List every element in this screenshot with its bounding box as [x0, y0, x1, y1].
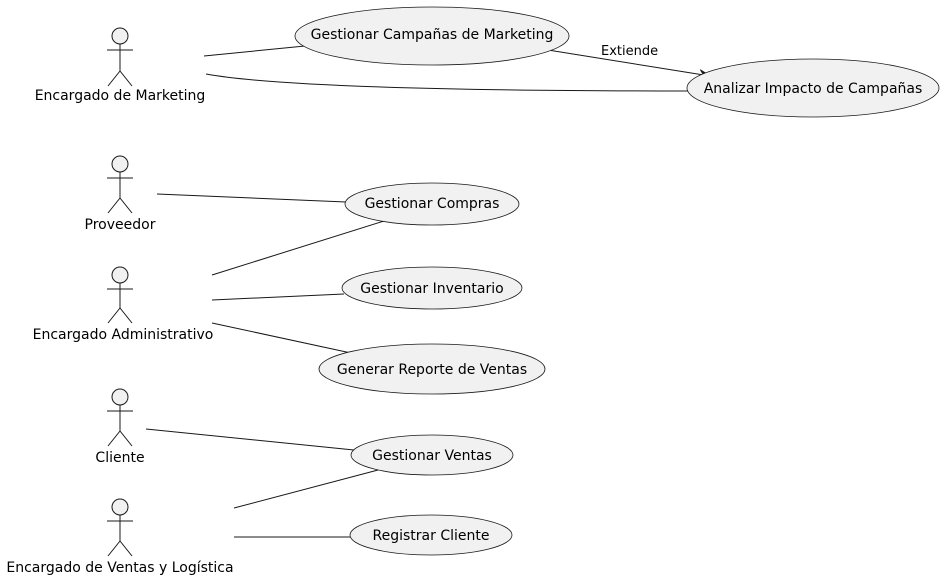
- use-case-label: Analizar Impacto de Campañas: [704, 81, 923, 97]
- actor-label: Encargado de Ventas y Logística: [6, 560, 233, 576]
- extends-relation: Extiende: [547, 44, 710, 76]
- association-cliente-ventas: [145, 428, 355, 451]
- actor-cliente[interactable]: Cliente: [95, 388, 145, 466]
- use-case-inventario[interactable]: Gestionar Inventario: [341, 266, 523, 310]
- extends-label: Extiende: [601, 44, 658, 59]
- extends-arrow: [547, 49, 710, 76]
- use-case-label: Gestionar Compras: [365, 196, 500, 212]
- actor-ventas-logistica[interactable]: Encargado de Ventas y Logística: [6, 498, 234, 576]
- use-case-reporte[interactable]: Generar Reporte de Ventas: [318, 343, 546, 395]
- actor-label: Encargado de Marketing: [35, 88, 206, 104]
- use-case-compras[interactable]: Gestionar Compras: [344, 182, 520, 226]
- use-case-label: Registrar Cliente: [373, 528, 490, 544]
- use-case-registrar[interactable]: Registrar Cliente: [349, 514, 513, 556]
- association-administrativo-compras: [211, 220, 385, 276]
- use-case-impacto[interactable]: Analizar Impacto de Campañas: [686, 58, 940, 118]
- actor-figure-icon: [107, 498, 133, 557]
- association-administrativo-reporte: [211, 322, 352, 354]
- use-case-label: Gestionar Campañas de Marketing: [311, 27, 554, 43]
- actor-label: Proveedor: [85, 217, 156, 233]
- actor-figure-icon: [107, 266, 133, 324]
- use-case-label: Gestionar Ventas: [372, 448, 492, 464]
- association-marketing-campanas: [203, 45, 306, 57]
- use-case-campanas[interactable]: Gestionar Campañas de Marketing: [294, 6, 570, 66]
- actor-label: Encargado Administrativo: [33, 327, 214, 343]
- actor-figure-icon: [107, 388, 133, 447]
- actor-marketing[interactable]: Encargado de Marketing: [35, 27, 206, 104]
- actor-proveedor[interactable]: Proveedor: [85, 155, 156, 233]
- use-case-label: Gestionar Inventario: [360, 281, 503, 297]
- actor-figure-icon: [107, 155, 133, 214]
- association-marketing-impacto: [205, 73, 690, 92]
- use-case-ventas[interactable]: Gestionar Ventas: [350, 434, 514, 476]
- association-proveedor-compras: [156, 193, 347, 203]
- actor-administrativo[interactable]: Encargado Administrativo: [33, 266, 214, 343]
- use-case-label: Generar Reporte de Ventas: [337, 362, 527, 378]
- actor-label: Cliente: [95, 450, 144, 466]
- association-ventas-logistica-ventas: [233, 469, 379, 509]
- associations: [145, 45, 690, 538]
- association-administrativo-inventario: [211, 293, 345, 301]
- actor-figure-icon: [107, 27, 133, 87]
